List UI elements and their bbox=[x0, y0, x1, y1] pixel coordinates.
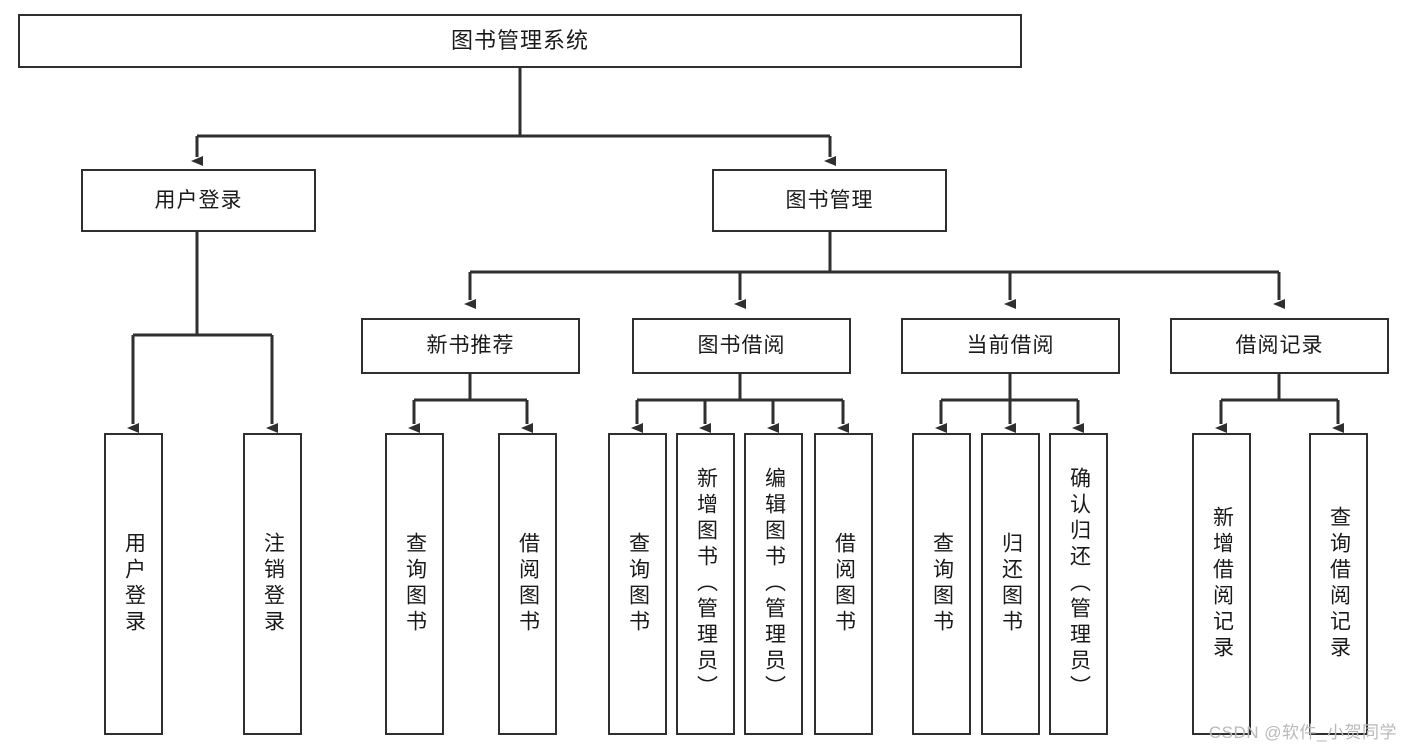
leaf-user-logout[interactable]: 注销登录 bbox=[243, 433, 302, 735]
leaf-query-book-2[interactable]: 查询图书 bbox=[608, 433, 667, 735]
node-borrow-record[interactable]: 借阅记录 bbox=[1170, 318, 1389, 374]
leaf-edit-book[interactable]: 编辑图书（管理员） bbox=[744, 433, 803, 735]
leaf-add-book[interactable]: 新增图书（管理员） bbox=[676, 433, 735, 735]
node-user-login[interactable]: 用户登录 bbox=[81, 169, 316, 232]
leaf-query-book-3[interactable]: 查询图书 bbox=[912, 433, 971, 735]
node-current-borrow[interactable]: 当前借阅 bbox=[901, 318, 1120, 374]
leaf-borrow-book-2[interactable]: 借阅图书 bbox=[814, 433, 873, 735]
node-book-manage[interactable]: 图书管理 bbox=[712, 169, 947, 232]
leaf-confirm-return[interactable]: 确认归还（管理员） bbox=[1049, 433, 1108, 735]
leaf-user-login[interactable]: 用户登录 bbox=[104, 433, 163, 735]
node-book-borrow[interactable]: 图书借阅 bbox=[632, 318, 851, 374]
node-new-book-recommend[interactable]: 新书推荐 bbox=[361, 318, 580, 374]
leaf-query-record[interactable]: 查询借阅记录 bbox=[1309, 433, 1368, 735]
leaf-add-record[interactable]: 新增借阅记录 bbox=[1192, 433, 1251, 735]
watermark-text: CSDN @软件_小贺同学 bbox=[1208, 723, 1397, 742]
leaf-borrow-book-1[interactable]: 借阅图书 bbox=[498, 433, 557, 735]
leaf-return-book[interactable]: 归还图书 bbox=[981, 433, 1040, 735]
leaf-query-book-1[interactable]: 查询图书 bbox=[385, 433, 444, 735]
node-root[interactable]: 图书管理系统 bbox=[18, 14, 1022, 68]
